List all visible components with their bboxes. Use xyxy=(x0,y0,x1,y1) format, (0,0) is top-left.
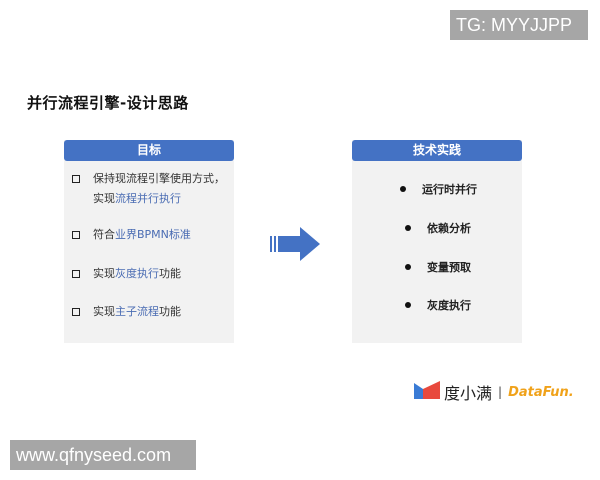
goal-item: 实现主子流程功能 xyxy=(72,302,181,322)
goal-item: 符合业界BPMN标准 xyxy=(72,225,191,245)
goal-text: 符合 xyxy=(93,228,115,241)
bullet-icon xyxy=(405,225,411,231)
goal-text: 功能 xyxy=(159,305,181,318)
watermark-top: TG: MYYJJPP xyxy=(450,10,588,40)
goals-panel: 目标 保持现流程引擎使用方式， 实现流程并行执行 符合业界BPMN标准 实现灰度… xyxy=(64,140,234,343)
practice-panel: 技术实践 运行时并行 依赖分析 变量预取 灰度执行 xyxy=(352,140,522,343)
goal-highlight: 主子流程 xyxy=(115,305,159,318)
bullet-icon xyxy=(405,302,411,308)
goal-text: 实现 xyxy=(93,192,115,205)
goal-text: 实现 xyxy=(93,305,115,318)
bullet-icon xyxy=(400,186,406,192)
practice-text: 变量预取 xyxy=(427,261,471,274)
checkbox-icon xyxy=(72,308,80,316)
goal-item: 实现灰度执行功能 xyxy=(72,264,181,284)
right-arrow-icon xyxy=(270,226,324,266)
brand-name: 度小满 xyxy=(444,384,493,403)
duxiaoman-logo-icon xyxy=(414,381,440,403)
goal-text: 功能 xyxy=(159,267,181,280)
page-title: 并行流程引擎-设计思路 xyxy=(27,94,189,112)
goal-item: 保持现流程引擎使用方式， 实现流程并行执行 xyxy=(72,169,225,209)
checkbox-icon xyxy=(72,231,80,239)
watermark-bottom: www.qfnyseed.com xyxy=(10,440,196,470)
goal-text: 实现 xyxy=(93,267,115,280)
goal-highlight: 流程并行执行 xyxy=(115,192,181,205)
goals-header: 目标 xyxy=(64,140,234,161)
practice-text: 运行时并行 xyxy=(422,183,477,196)
practice-text: 依赖分析 xyxy=(427,222,471,235)
datafun-logo: DataFun. xyxy=(508,384,574,400)
goal-text: 保持现流程引擎使用方式， xyxy=(93,172,225,185)
footer-logos: 度小满 | DataFun. xyxy=(414,381,574,403)
practice-text: 灰度执行 xyxy=(427,299,471,312)
logo-separator: | xyxy=(498,385,503,399)
goal-highlight: 业界BPMN标准 xyxy=(115,228,191,241)
practice-header: 技术实践 xyxy=(352,140,522,161)
checkbox-icon xyxy=(72,270,80,278)
checkbox-icon xyxy=(72,175,80,183)
goal-highlight: 灰度执行 xyxy=(115,267,159,280)
bullet-icon xyxy=(405,264,411,270)
